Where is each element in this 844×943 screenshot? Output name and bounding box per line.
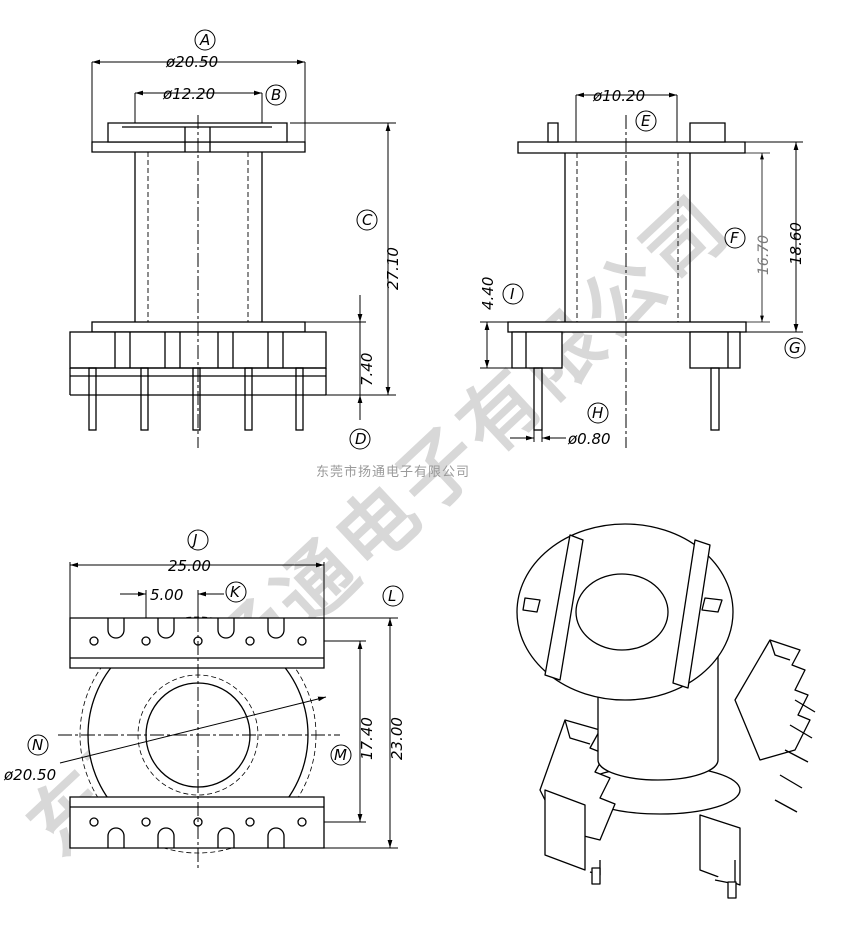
front-callout-letters: A B C D <box>199 31 373 448</box>
dim-front-inner: ø12.20 <box>162 85 215 103</box>
dim-side-pin: ø0.80 <box>567 430 611 448</box>
watermark-small: 东莞市扬通电子有限公司 <box>316 464 470 480</box>
dim-front-base: 7.40 <box>358 353 376 386</box>
top-callout-letters: J K L M N <box>32 531 396 764</box>
dim-side-f: 16.70 <box>756 235 772 275</box>
dim-top-pitch: 5.00 <box>150 586 183 604</box>
front-callouts <box>194 29 378 450</box>
dim-front-width: ø20.50 <box>165 53 218 71</box>
callout-g: G <box>789 339 801 357</box>
top-dimension-text: 25.00 5.00 23.00 17.40 ø20.50 <box>3 557 406 784</box>
dim-side-inner: ø10.20 <box>592 87 645 105</box>
side-dimension-text: ø10.20 16.70 18.60 4.40 ø0.80 <box>479 87 805 448</box>
dim-top-depth: 23.00 <box>388 717 406 760</box>
dim-side-height: 18.60 <box>787 222 805 265</box>
front-dimension-text: ø20.50 ø12.20 27.10 7.40 <box>162 53 402 386</box>
top-view <box>58 595 340 870</box>
isometric-view <box>516 523 816 899</box>
front-view <box>69 115 327 448</box>
dim-front-height: 27.10 <box>384 247 402 290</box>
callout-c: C <box>362 211 373 229</box>
callout-h: H <box>592 404 603 422</box>
callout-m: M <box>334 746 347 764</box>
callout-e: E <box>641 112 651 130</box>
side-dimensions <box>480 92 803 442</box>
callout-b-circle <box>265 84 287 106</box>
dim-top-width: 25.00 <box>168 557 211 575</box>
callout-d-circle <box>349 428 371 450</box>
callout-l: L <box>388 587 396 605</box>
callout-k: K <box>230 583 241 601</box>
callout-f: F <box>730 229 739 247</box>
callout-a: A <box>199 31 210 49</box>
dim-top-inner: 17.40 <box>358 717 376 760</box>
callout-a-circle <box>194 29 216 51</box>
callout-n: N <box>32 736 43 754</box>
callout-c-circle <box>356 209 378 231</box>
callout-d: D <box>355 430 367 448</box>
front-dimensions <box>91 59 396 420</box>
dim-top-flange: ø20.50 <box>3 766 56 784</box>
top-dimensions <box>59 562 398 849</box>
callout-i: I <box>510 285 515 303</box>
side-callouts <box>502 110 806 424</box>
callout-b: B <box>271 86 281 104</box>
top-callouts <box>27 529 404 766</box>
callout-j: J <box>190 531 197 549</box>
side-view <box>507 115 747 448</box>
side-callout-letters: E F G I H <box>510 112 801 422</box>
dim-side-base: 4.40 <box>479 277 497 310</box>
